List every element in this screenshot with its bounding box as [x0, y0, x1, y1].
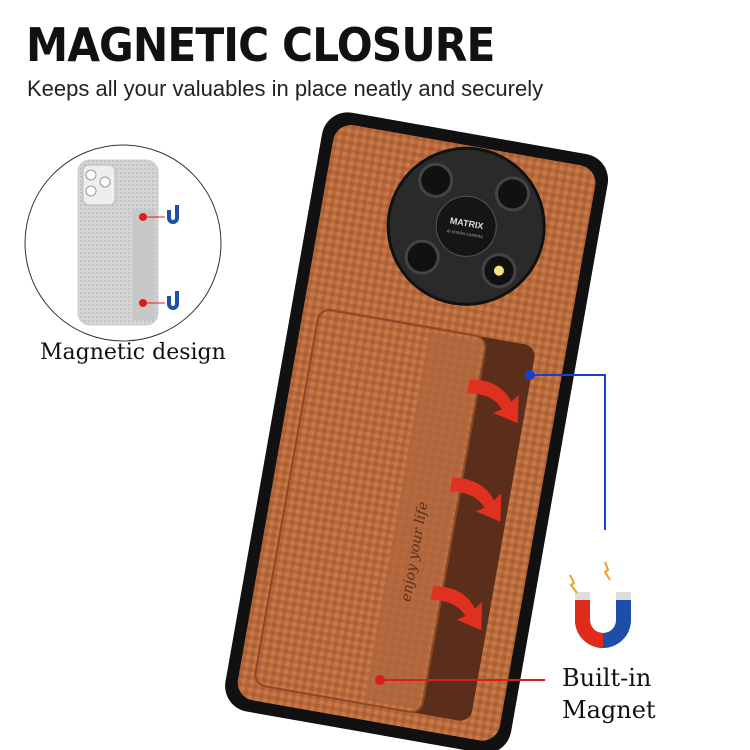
card-pocket: enjoy your life	[254, 309, 535, 721]
magnet-icon	[167, 291, 179, 310]
open-arrow-icon	[467, 379, 519, 424]
callout-line1: Built-in	[562, 664, 652, 692]
open-arrow-icon	[430, 586, 483, 631]
camera-module: MATRIX AI VISION CAMERA	[386, 146, 546, 306]
subheadline: Keeps all your valuables in place neatly…	[27, 76, 544, 101]
pointer-line-blue	[530, 374, 606, 530]
camera-subtext: AI VISION CAMERA	[446, 228, 483, 239]
phone-case: MATRIX AI VISION CAMERA enjoy your life	[225, 112, 609, 750]
magnetic-design-inset	[24, 144, 222, 342]
open-arrow-icon	[449, 477, 502, 522]
callout-line2: Magnet	[562, 696, 656, 724]
inset-caption: Magnetic design	[40, 340, 226, 365]
headline: MAGNETIC CLOSURE	[26, 18, 495, 72]
magnet-icon	[167, 205, 179, 224]
magnet-icon	[569, 561, 631, 648]
